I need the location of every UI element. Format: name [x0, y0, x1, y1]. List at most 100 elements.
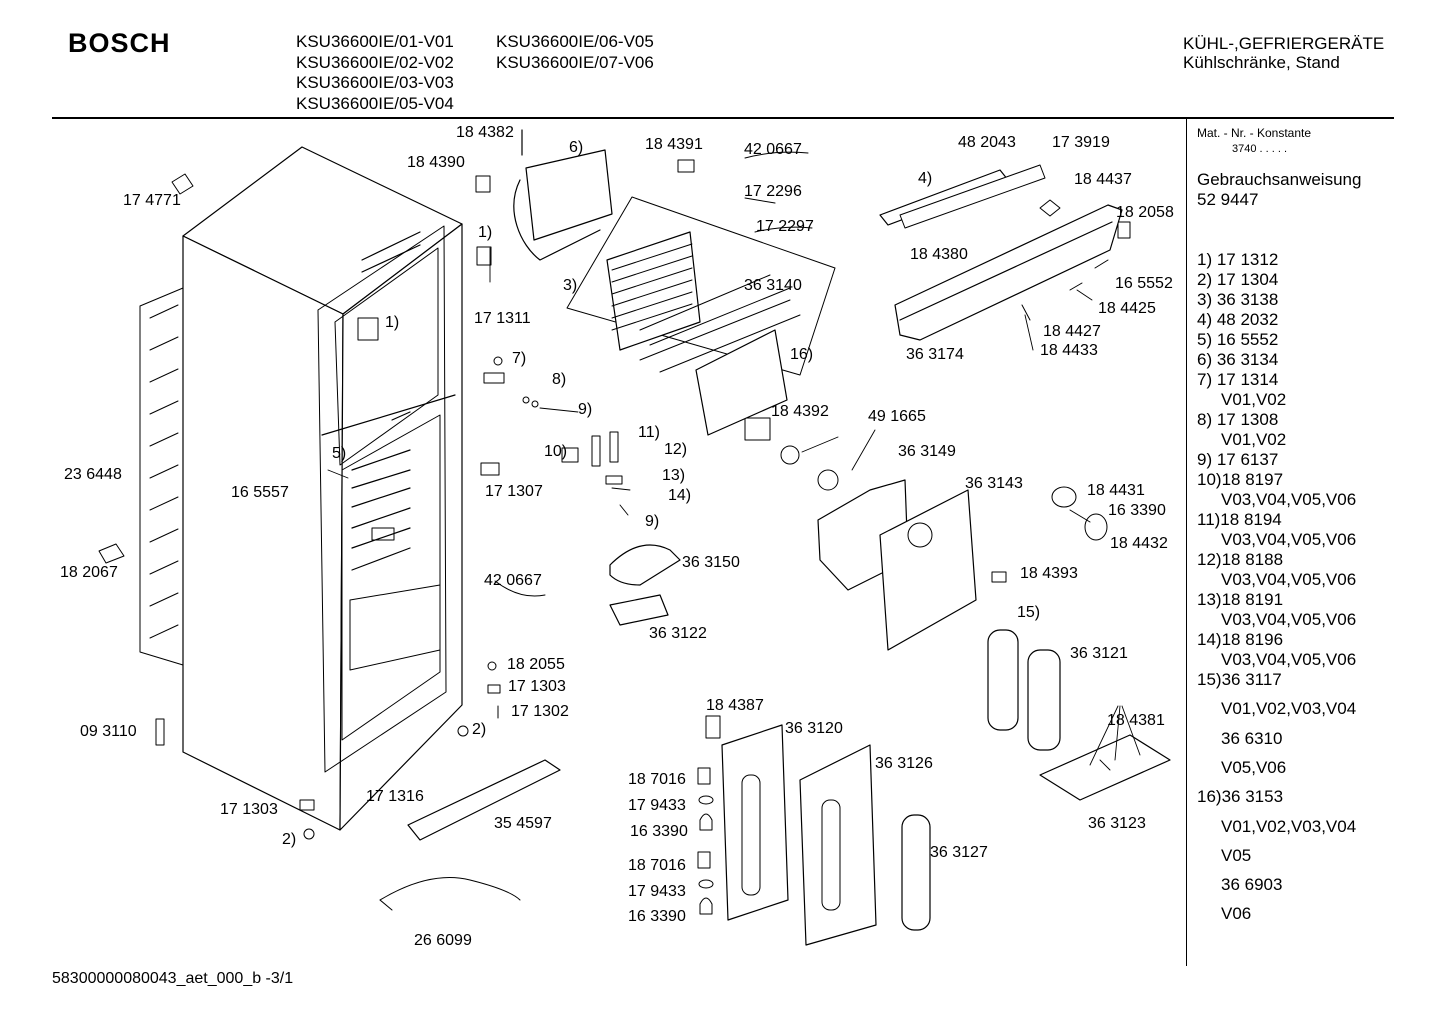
- callout-label: 17 4771: [123, 192, 181, 209]
- parts-legend-item: 10)18 8197: [1197, 470, 1284, 489]
- callout-label: 4): [918, 170, 933, 187]
- parts-legend-item: 16)36 3153: [1197, 787, 1284, 806]
- callout-label: 36 3140: [744, 277, 802, 294]
- callout-label: 16 5552: [1115, 275, 1173, 292]
- parts-legend-item: V03,V04,V05,V06: [1221, 530, 1357, 549]
- parts-legend-item: V03,V04,V05,V06: [1221, 490, 1357, 509]
- parts-legend-item: V05: [1221, 846, 1252, 865]
- callout-label: 18 4425: [1098, 300, 1156, 317]
- callout-label: 3): [563, 277, 578, 294]
- callout-label: 18 4432: [1110, 535, 1168, 552]
- callout-label: 6): [569, 139, 584, 156]
- parts-legend-item: 14)18 8196: [1197, 630, 1284, 649]
- callout-label: 36 3150: [682, 554, 740, 571]
- callout-label: 16 5557: [231, 484, 289, 501]
- callout-label: 16): [790, 346, 814, 363]
- callout-label: 17 9433: [628, 883, 686, 900]
- manual-title: Gebrauchsanweisung: [1197, 170, 1362, 189]
- model-list-1: KSU36600IE/01-V01 KSU36600IE/02-V02 KSU3…: [296, 32, 454, 114]
- parts-legend-item: 6) 36 3134: [1197, 350, 1279, 369]
- callout-label: 18 4390: [407, 154, 465, 171]
- callout-label: 18 4427: [1043, 323, 1101, 340]
- category-heading: KÜHL-,GEFRIERGERÄTE Kühlschränke, Stand: [1183, 34, 1384, 72]
- parts-legend-item: 4) 48 2032: [1197, 310, 1279, 329]
- callout-label: 9): [645, 513, 660, 530]
- callout-label: 18 4437: [1074, 171, 1132, 188]
- parts-legend-item: V03,V04,V05,V06: [1221, 650, 1357, 669]
- parts-legend-item: 7) 17 1314: [1197, 370, 1279, 389]
- callout-label: 17 1311: [474, 310, 531, 327]
- callout-label: 36 3149: [898, 443, 956, 460]
- parts-legend-item: V05,V06: [1221, 758, 1287, 777]
- callout-label: 16 3390: [1108, 502, 1166, 519]
- callout-label: 17 1302: [511, 703, 569, 720]
- callout-label: 2): [282, 831, 297, 848]
- model-list-2: KSU36600IE/06-V05 KSU36600IE/07-V06: [496, 32, 654, 73]
- callout-label: 16 3390: [630, 823, 688, 840]
- callout-label: 18 4391: [645, 136, 703, 153]
- callout-label: 15): [1017, 604, 1041, 621]
- callout-label: 49 1665: [868, 408, 926, 425]
- callout-label: 42 0667: [744, 141, 802, 158]
- callout-label: 35 4597: [494, 815, 552, 832]
- manual-number: 52 9447: [1197, 190, 1259, 209]
- parts-legend-item: V06: [1221, 904, 1252, 923]
- callout-label: 17 2296: [744, 183, 802, 200]
- callout-label: 36 3122: [649, 625, 707, 642]
- fridge-cabinet-drawing: [182, 146, 463, 831]
- callout-label: 17 2297: [756, 218, 814, 235]
- control-panel-drawing: [879, 164, 1123, 341]
- callout-label: 18 4431: [1087, 482, 1145, 499]
- parts-legend-item: 2) 17 1304: [1197, 270, 1279, 289]
- callout-label: 36 3174: [906, 346, 964, 363]
- callout-label: 36 3127: [930, 844, 988, 861]
- callout-label: 17 3919: [1052, 134, 1110, 151]
- callout-label: 17 1303: [220, 801, 278, 818]
- exploded-view-drawing: [98, 129, 1171, 946]
- manual-block: Gebrauchsanweisung 52 9447: [1197, 170, 1361, 210]
- duct-panel-drawing: [695, 329, 977, 651]
- model-number: KSU36600IE/07-V06: [496, 52, 654, 72]
- callout-label: 36 3126: [875, 755, 933, 772]
- storage-parts-drawing: [407, 544, 1171, 946]
- evaporator-cover-drawing: [513, 129, 613, 261]
- model-number: KSU36600IE/03-V03: [296, 73, 454, 92]
- parts-legend-item: V01,V02,V03,V04: [1221, 699, 1357, 718]
- parts-legend-item: 9) 17 6137: [1197, 450, 1279, 469]
- callout-label: 13): [662, 467, 686, 484]
- callout-label: 26 6099: [414, 932, 472, 949]
- callout-label: 18 2058: [1116, 204, 1174, 221]
- parts-legend-item: 36 6310: [1221, 729, 1283, 748]
- callout-label: 09 3110: [80, 723, 137, 740]
- callout-label: 7): [512, 350, 527, 367]
- category-line: Kühlschränke, Stand: [1183, 53, 1340, 72]
- document-footer: 58300000080043_aet_000_b -3/1: [52, 970, 294, 987]
- parts-legend-item: 3) 36 3138: [1197, 290, 1279, 309]
- sidebar-divider: [1186, 118, 1187, 966]
- callout-label: 18 4380: [910, 246, 968, 263]
- callout-label: 42 0667: [484, 572, 542, 589]
- callout-label: 17 1307: [485, 483, 543, 500]
- callout-label: 17 1316: [366, 788, 424, 805]
- brand-logo: BOSCH: [68, 28, 171, 58]
- condenser-drawing: [139, 287, 184, 666]
- parts-legend-item: 5) 16 5552: [1197, 330, 1279, 349]
- parts-legend-item: V01,V02: [1221, 390, 1287, 409]
- parts-legend-item: V01,V02,V03,V04: [1221, 817, 1357, 836]
- callout-label: 5): [332, 445, 347, 462]
- parts-legend-item: 11)18 8194: [1197, 510, 1282, 529]
- callout-label: 18 4433: [1040, 342, 1098, 359]
- callout-label: 18 4382: [456, 124, 514, 141]
- callout-label: 36 3143: [965, 475, 1023, 492]
- callout-label: 18 4393: [1020, 565, 1078, 582]
- callout-label: 2): [472, 721, 487, 738]
- parts-legend-item: 13)18 8191: [1197, 590, 1284, 609]
- callout-label: 8): [552, 371, 567, 388]
- callout-label: 36 3120: [785, 720, 843, 737]
- evaporator-coil-drawing: [566, 196, 836, 376]
- callout-label: 12): [664, 441, 688, 458]
- parts-legend-item: V03,V04,V05,V06: [1221, 570, 1357, 589]
- small-parts-drawing: [98, 151, 1131, 915]
- callout-label: 18 4381: [1107, 712, 1165, 729]
